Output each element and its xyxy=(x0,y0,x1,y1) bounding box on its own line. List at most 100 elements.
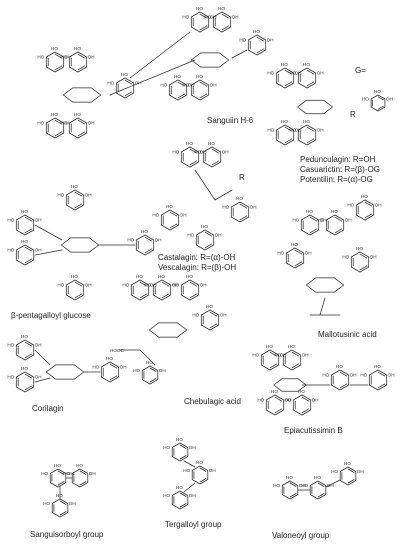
atom-label: HO xyxy=(196,460,203,465)
benzene-ring xyxy=(180,279,200,301)
double-bond xyxy=(306,126,315,132)
double-bond xyxy=(179,444,187,449)
double-bond xyxy=(347,468,355,473)
atom-label: HO xyxy=(222,205,229,210)
benzene-ring xyxy=(100,361,120,383)
benzene-ring xyxy=(230,201,250,223)
atom-label: HO xyxy=(306,209,313,214)
atom-label: OH xyxy=(35,248,42,253)
double-bond xyxy=(161,293,170,299)
atom-label: HO xyxy=(21,366,28,371)
benzene-ring xyxy=(285,247,305,269)
bond xyxy=(34,249,63,256)
atom-label: HO xyxy=(21,239,28,244)
atom-label: HO xyxy=(267,128,274,133)
atom-label: HO xyxy=(176,485,183,490)
atom-label: HO xyxy=(288,344,295,349)
double-bond xyxy=(54,65,63,71)
atom-label: HO xyxy=(160,83,167,88)
atom-label: HO xyxy=(121,72,128,77)
atom-label: OH xyxy=(155,238,162,243)
atom-label: HO xyxy=(136,274,143,279)
benzene-ring xyxy=(68,51,88,73)
double-bond xyxy=(209,311,218,317)
atom-label: HO xyxy=(303,62,310,67)
atom-label: HO xyxy=(344,461,351,466)
label-castalagin: Castalagin: R=(α)-OH xyxy=(158,253,236,262)
benzene-ring xyxy=(247,34,267,56)
atom-label: HO xyxy=(71,274,78,279)
atom-label: OH xyxy=(345,218,352,223)
atom-label: HO xyxy=(107,81,114,86)
bond xyxy=(183,460,196,468)
atom-label: HO xyxy=(277,251,284,256)
double-bond xyxy=(199,13,208,19)
benzene-ring xyxy=(281,480,299,500)
benzene-ring xyxy=(171,490,189,510)
benzene-ring xyxy=(300,214,320,236)
sugar-ring xyxy=(45,364,85,380)
atom-label: OH xyxy=(350,373,357,378)
benzene-ring xyxy=(190,11,210,33)
label-galloyl-key: G= xyxy=(355,66,366,75)
atom-label: OH xyxy=(388,373,395,378)
benzene-ring xyxy=(152,279,172,301)
atom-label: HO xyxy=(292,218,299,223)
atom-label: OH xyxy=(88,55,95,60)
label-potentilin: Potentilin: R=(α)-OG xyxy=(300,175,373,184)
label-valoneoyl-group: Valoneoyl group xyxy=(272,531,330,540)
double-bond xyxy=(24,246,33,252)
benzene-ring xyxy=(65,279,85,301)
atom-label: HO xyxy=(166,204,173,209)
atom-label: HO xyxy=(41,471,48,476)
label-pedunculagin: Pedunculagin: R=OH xyxy=(300,155,376,164)
benzene-ring xyxy=(15,214,35,236)
double-bond xyxy=(144,248,153,254)
bond xyxy=(34,349,51,366)
atom-label: HO xyxy=(106,356,113,361)
atom-label: HO xyxy=(182,15,189,20)
double-bond xyxy=(221,13,230,19)
bond xyxy=(214,189,233,201)
double-bond xyxy=(301,408,310,414)
atom-label: HO xyxy=(206,304,213,309)
double-bond xyxy=(74,281,83,287)
atom-label: OH xyxy=(222,150,229,155)
sugar-ring xyxy=(190,52,230,68)
double-bond xyxy=(289,482,297,487)
double-bond xyxy=(179,492,187,497)
benzene-ring xyxy=(180,146,200,168)
atom-label: HO xyxy=(289,71,296,76)
atom-label: HO xyxy=(7,248,14,253)
atom-label: HO xyxy=(74,46,81,51)
double-bond xyxy=(199,93,208,99)
double-bond xyxy=(124,79,133,85)
benzene-ring xyxy=(160,209,180,231)
atom-label: OH xyxy=(67,471,74,476)
atom-label: OH xyxy=(180,213,187,218)
atom-label: OH xyxy=(69,501,76,506)
atom-label: OH xyxy=(85,193,92,198)
double-bond xyxy=(239,215,248,221)
double-bond xyxy=(347,479,355,484)
label-epiacutissimin-b: Epiacutissimin B xyxy=(284,426,343,435)
atom-label: OH xyxy=(232,15,239,20)
double-bond xyxy=(179,503,187,508)
label-pentagalloyl-glucose: β-pentagalloyl glucose xyxy=(11,311,91,320)
double-bond xyxy=(256,36,265,42)
label-r-substituent-mid: R xyxy=(239,173,245,182)
benzene-ring xyxy=(370,94,386,112)
atom-label: HO xyxy=(252,353,259,358)
double-bond xyxy=(189,293,198,299)
benzene-ring xyxy=(141,365,159,385)
double-bond xyxy=(189,160,198,166)
atom-label: HO xyxy=(236,196,243,201)
double-bond xyxy=(364,213,373,219)
atom-label: OH xyxy=(317,71,324,76)
atom-label: HO xyxy=(218,6,225,11)
atom-label: OH xyxy=(320,218,327,223)
atom-label: HO xyxy=(51,46,58,51)
double-bond xyxy=(79,481,87,486)
double-bond xyxy=(284,69,293,75)
